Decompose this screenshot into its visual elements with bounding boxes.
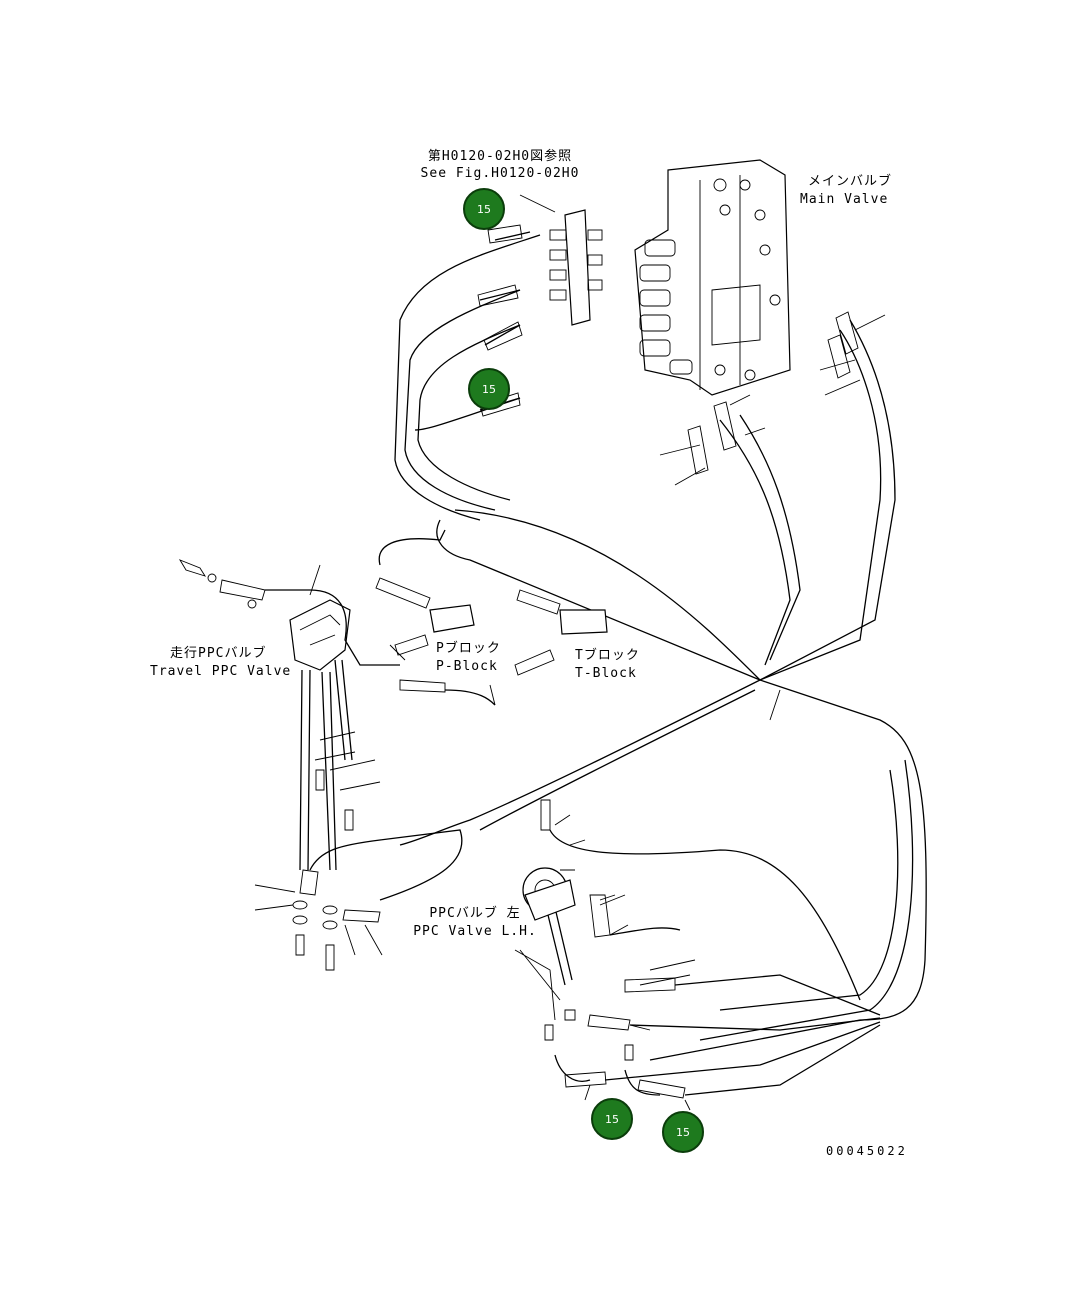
- main-valve-label-en: Main Valve: [800, 192, 889, 207]
- ppc-valve-lh-label-en: PPC Valve L.H.: [413, 924, 537, 939]
- t-block-label-en: T-Block: [575, 666, 637, 681]
- t-block-label-jp: Tブロック: [575, 648, 640, 663]
- leader-lines: [309, 314, 886, 1111]
- main-valve-label-jp: メインバルブ: [808, 174, 893, 189]
- manifold-block-drawing: [519, 194, 603, 326]
- lower-left-fittings: [254, 769, 463, 971]
- ppc-valve-lh-label-jp: PPCバルブ 左: [429, 906, 521, 921]
- travel-ppc-valve-drawing: [178, 529, 608, 871]
- callout-badge-15[interactable]: 15: [468, 368, 510, 410]
- ppc-valve-lh-drawing: [514, 799, 881, 1099]
- hoses-main-loop: [399, 311, 927, 1061]
- see-fig-label-en: See Fig.H0120-02H0: [420, 166, 580, 181]
- p-block-label-en: P-Block: [436, 659, 498, 674]
- callout-badge-15[interactable]: 15: [463, 188, 505, 230]
- p-block-label-jp: Pブロック: [436, 641, 501, 656]
- travel-ppc-valve-label-en: Travel PPC Valve: [150, 664, 292, 679]
- travel-ppc-valve-label-jp: 走行PPCバルブ: [170, 646, 267, 661]
- callout-badge-15[interactable]: 15: [591, 1098, 633, 1140]
- figure-number: 00045022: [826, 1144, 908, 1158]
- hoses-top: [394, 224, 541, 521]
- callout-badge-15[interactable]: 15: [662, 1111, 704, 1153]
- see-fig-label-jp: 第H0120-02H0図参照: [427, 149, 573, 164]
- main-valve-drawing: [634, 159, 791, 396]
